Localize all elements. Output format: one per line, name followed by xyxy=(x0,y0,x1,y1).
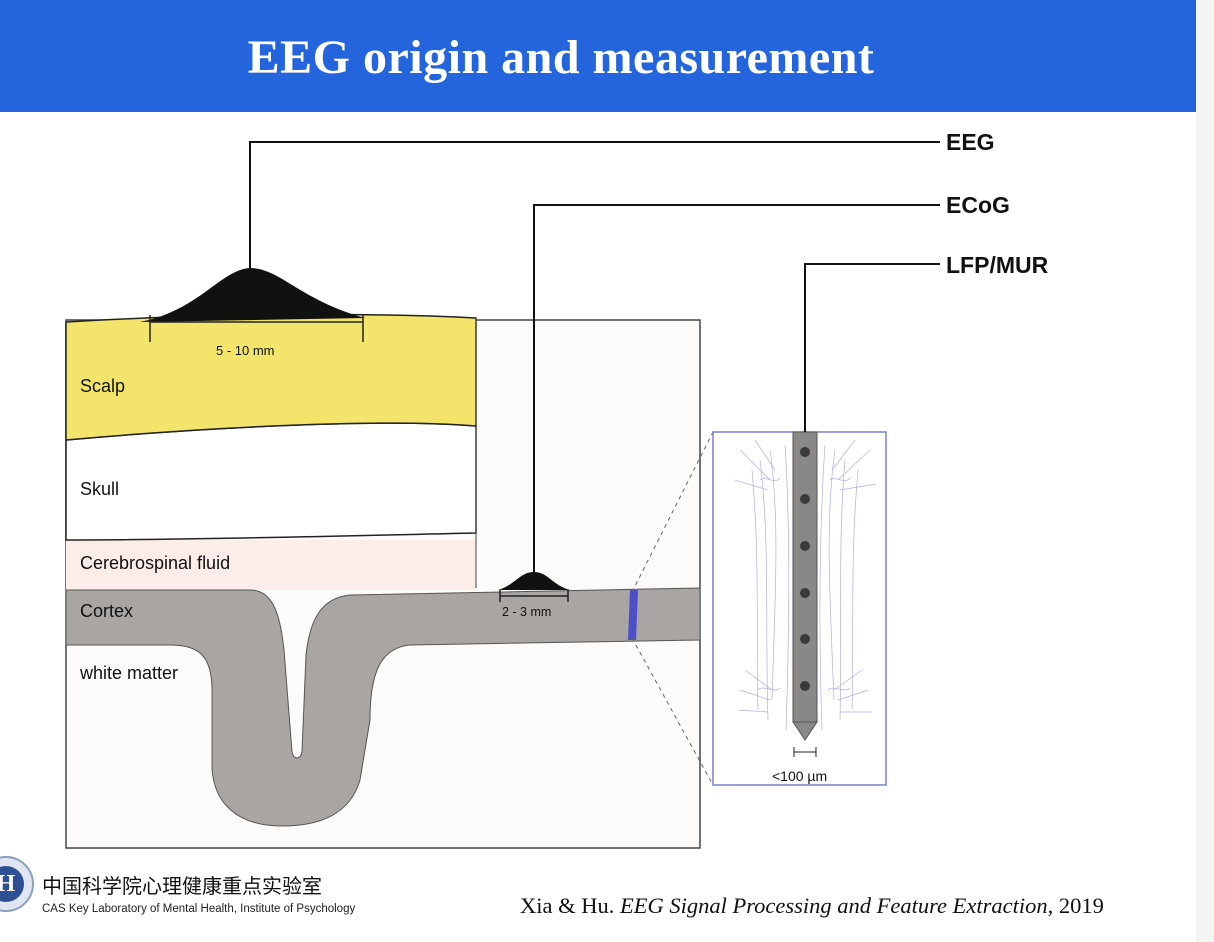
ecog-potential-shape xyxy=(498,572,570,590)
label-scalp: Scalp xyxy=(80,376,125,396)
eeg-recording xyxy=(140,141,940,342)
eeg-potential-shape xyxy=(140,268,365,322)
probe-contacts xyxy=(800,447,810,691)
logo-icon: H xyxy=(0,866,24,902)
window-edge xyxy=(1196,0,1214,942)
probe-tip xyxy=(792,721,818,741)
probe-inset xyxy=(712,263,940,786)
eeg-lead-line xyxy=(249,141,940,268)
probe-contact xyxy=(800,447,810,457)
label-eeg-span: 5 - 10 mm xyxy=(216,343,275,358)
label-cortex: Cortex xyxy=(80,601,133,621)
label-ecog-span: 2 - 3 mm xyxy=(502,605,551,619)
label-ecog: ECoG xyxy=(946,192,1010,218)
citation-year: , 2019 xyxy=(1047,893,1104,918)
label-skull: Skull xyxy=(80,479,119,499)
probe-shank xyxy=(792,431,818,723)
label-white-matter: white matter xyxy=(79,663,178,683)
citation-authors: Xia & Hu. xyxy=(520,893,615,918)
ecog-recording xyxy=(498,204,940,602)
label-probe-span: <100 µm xyxy=(772,768,827,784)
csf-layer xyxy=(66,540,476,590)
title-bar: EEG origin and measurement xyxy=(0,0,1196,112)
probe-contact xyxy=(800,541,810,551)
label-csf: Cerebrospinal fluid xyxy=(80,553,230,573)
recording-site-highlight xyxy=(628,590,638,640)
citation-title: EEG Signal Processing and Feature Extrac… xyxy=(620,893,1048,918)
zoom-line-bottom xyxy=(631,637,714,786)
citation: Xia & Hu. EEG Signal Processing and Feat… xyxy=(520,893,1104,919)
lfp-lead-line xyxy=(804,263,940,432)
probe-contact xyxy=(800,681,810,691)
probe-contact xyxy=(800,588,810,598)
skull-layer xyxy=(65,422,477,541)
cortex-layer xyxy=(65,587,701,827)
ecog-lead-line xyxy=(533,204,940,572)
neuron-dendrites xyxy=(734,439,877,731)
tissue-block xyxy=(65,313,701,849)
lab-name-chinese: 中国科学院心理健康重点实验室 xyxy=(42,874,322,898)
probe-contact xyxy=(800,494,810,504)
scalp-layer xyxy=(65,313,477,441)
probe-contact xyxy=(800,634,810,644)
label-eeg: EEG xyxy=(946,129,995,155)
zoom-line-top xyxy=(631,431,714,593)
label-lfp: LFP/MUR xyxy=(946,252,1049,278)
slide-title: EEG origin and measurement xyxy=(247,31,875,84)
lab-name-english: CAS Key Laboratory of Mental Health, Ins… xyxy=(42,903,356,915)
